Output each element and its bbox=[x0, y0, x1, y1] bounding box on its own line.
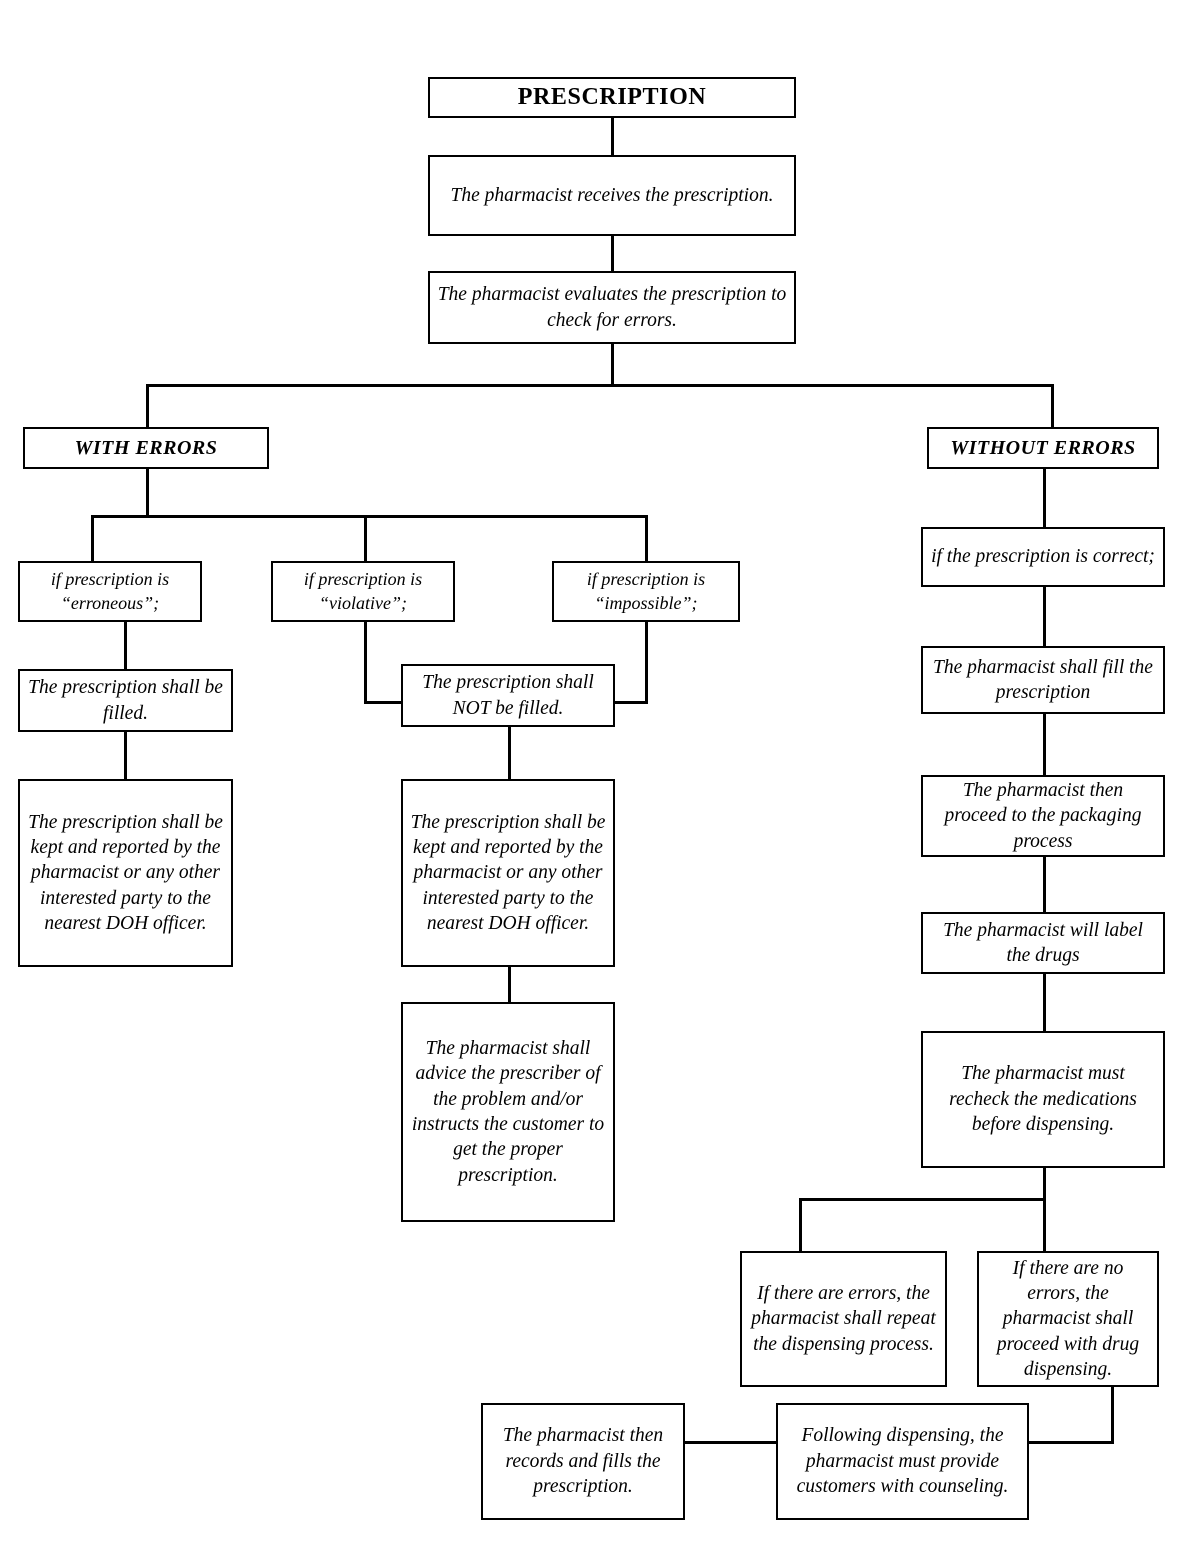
connector-main-split-left-drop bbox=[146, 384, 149, 427]
connector-main-split-bar bbox=[146, 384, 1054, 387]
node-without-errors-label: WITHOUT ERRORS bbox=[950, 437, 1136, 459]
node-advice-prescriber[interactable]: The pharmacist shall advice the prescrib… bbox=[401, 1002, 615, 1222]
node-label-drugs[interactable]: The pharmacist will label the drugs bbox=[921, 912, 1165, 974]
node-evaluates[interactable]: The pharmacist evaluates the prescriptio… bbox=[428, 271, 796, 344]
node-advice-prescriber-label: The pharmacist shall advice the prescrib… bbox=[411, 1037, 605, 1186]
connector-recheck-down bbox=[1043, 1168, 1046, 1201]
node-if-errors-repeat-label: If there are errors, the pharmacist shal… bbox=[751, 1282, 936, 1355]
connector-prescription-to-receives bbox=[611, 118, 614, 155]
node-recheck[interactable]: The pharmacist must recheck the medicati… bbox=[921, 1031, 1165, 1168]
node-erroneous[interactable]: if prescription is “erroneous”; bbox=[18, 561, 202, 622]
node-records-fills[interactable]: The pharmacist then records and fills th… bbox=[481, 1403, 685, 1520]
node-impossible[interactable]: if prescription is “impossible”; bbox=[552, 561, 740, 622]
connector-three-way-bar bbox=[91, 515, 648, 518]
node-violative[interactable]: if prescription is “violative”; bbox=[271, 561, 455, 622]
node-if-no-errors-proceed-label: If there are no errors, the pharmacist s… bbox=[996, 1257, 1140, 1381]
connector-packaging-to-label bbox=[1043, 857, 1046, 912]
node-kept-reported-left-label: The prescription shall be kept and repor… bbox=[28, 811, 223, 935]
connector-dispense-split-right-drop bbox=[1043, 1198, 1046, 1251]
node-counseling[interactable]: Following dispensing, the pharmacist mus… bbox=[776, 1403, 1029, 1520]
connector-erroneous-to-filled bbox=[124, 622, 127, 669]
connector-filled-to-kept-left bbox=[124, 732, 127, 779]
connector-dispense-split-left-drop bbox=[799, 1198, 802, 1251]
connector-with-errors-down bbox=[146, 469, 149, 515]
connector-impossible-down bbox=[645, 622, 648, 704]
node-records-fills-label: The pharmacist then records and fills th… bbox=[502, 1425, 664, 1498]
node-kept-reported-mid[interactable]: The prescription shall be kept and repor… bbox=[401, 779, 615, 967]
connector-three-way-mid-drop bbox=[364, 545, 367, 561]
node-with-errors-label: WITH ERRORS bbox=[74, 437, 218, 459]
node-packaging-label: The pharmacist then proceed to the packa… bbox=[944, 779, 1142, 852]
connector-no-errors-down bbox=[1111, 1387, 1114, 1444]
connector-counseling-to-records bbox=[683, 1441, 776, 1444]
node-correct[interactable]: if the prescription is correct; bbox=[921, 527, 1165, 587]
node-if-no-errors-proceed[interactable]: If there are no errors, the pharmacist s… bbox=[977, 1251, 1159, 1387]
node-violative-label: if prescription is “violative”; bbox=[303, 569, 423, 613]
connector-three-way-right-drop bbox=[645, 515, 648, 561]
connector-correct-to-fill bbox=[1043, 587, 1046, 646]
node-prescription-label: PRESCRIPTION bbox=[517, 83, 707, 110]
node-receives[interactable]: The pharmacist receives the prescription… bbox=[428, 155, 796, 236]
connector-without-errors-to-correct bbox=[1043, 469, 1046, 527]
node-kept-reported-mid-label: The prescription shall be kept and repor… bbox=[410, 811, 606, 935]
node-shall-fill[interactable]: The pharmacist shall fill the prescripti… bbox=[921, 646, 1165, 714]
connector-fill-to-packaging bbox=[1043, 714, 1046, 775]
connector-label-to-recheck bbox=[1043, 974, 1046, 1031]
node-evaluates-label: The pharmacist evaluates the prescriptio… bbox=[437, 284, 787, 331]
node-shall-be-filled[interactable]: The prescription shall be filled. bbox=[18, 669, 233, 732]
node-shall-not-be-filled-label: The prescription shall NOT be filled. bbox=[422, 672, 594, 719]
connector-three-way-left-drop bbox=[91, 515, 94, 561]
node-shall-not-be-filled[interactable]: The prescription shall NOT be filled. bbox=[401, 664, 615, 727]
connector-notfilled-to-kept-mid bbox=[508, 727, 511, 779]
node-kept-reported-left[interactable]: The prescription shall be kept and repor… bbox=[18, 779, 233, 967]
connector-no-errors-to-counseling bbox=[1029, 1441, 1114, 1444]
connector-evaluates-down bbox=[611, 344, 614, 384]
node-packaging[interactable]: The pharmacist then proceed to the packa… bbox=[921, 775, 1165, 857]
connector-main-split-right-drop bbox=[1051, 384, 1054, 427]
connector-three-way-mid-stub bbox=[364, 515, 367, 545]
node-recheck-label: The pharmacist must recheck the medicati… bbox=[949, 1063, 1137, 1136]
connector-violative-right bbox=[364, 701, 402, 704]
connector-violative-down bbox=[364, 622, 367, 704]
connector-impossible-left bbox=[614, 701, 648, 704]
node-prescription[interactable]: PRESCRIPTION bbox=[428, 77, 796, 118]
connector-dispense-split-bar bbox=[799, 1198, 1046, 1201]
connector-kept-mid-to-advice bbox=[508, 967, 511, 1002]
node-shall-be-filled-label: The prescription shall be filled. bbox=[28, 677, 223, 724]
node-if-errors-repeat[interactable]: If there are errors, the pharmacist shal… bbox=[740, 1251, 947, 1387]
node-counseling-label: Following dispensing, the pharmacist mus… bbox=[796, 1425, 1009, 1498]
node-without-errors[interactable]: WITHOUT ERRORS bbox=[927, 427, 1159, 469]
node-erroneous-label: if prescription is “erroneous”; bbox=[50, 569, 170, 613]
node-receives-label: The pharmacist receives the prescription… bbox=[450, 184, 774, 206]
node-label-drugs-label: The pharmacist will label the drugs bbox=[943, 919, 1143, 966]
node-impossible-label: if prescription is “impossible”; bbox=[586, 569, 706, 613]
node-shall-fill-label: The pharmacist shall fill the prescripti… bbox=[933, 656, 1153, 703]
node-correct-label: if the prescription is correct; bbox=[931, 546, 1155, 568]
connector-receives-to-evaluates bbox=[611, 236, 614, 271]
node-with-errors[interactable]: WITH ERRORS bbox=[23, 427, 269, 469]
